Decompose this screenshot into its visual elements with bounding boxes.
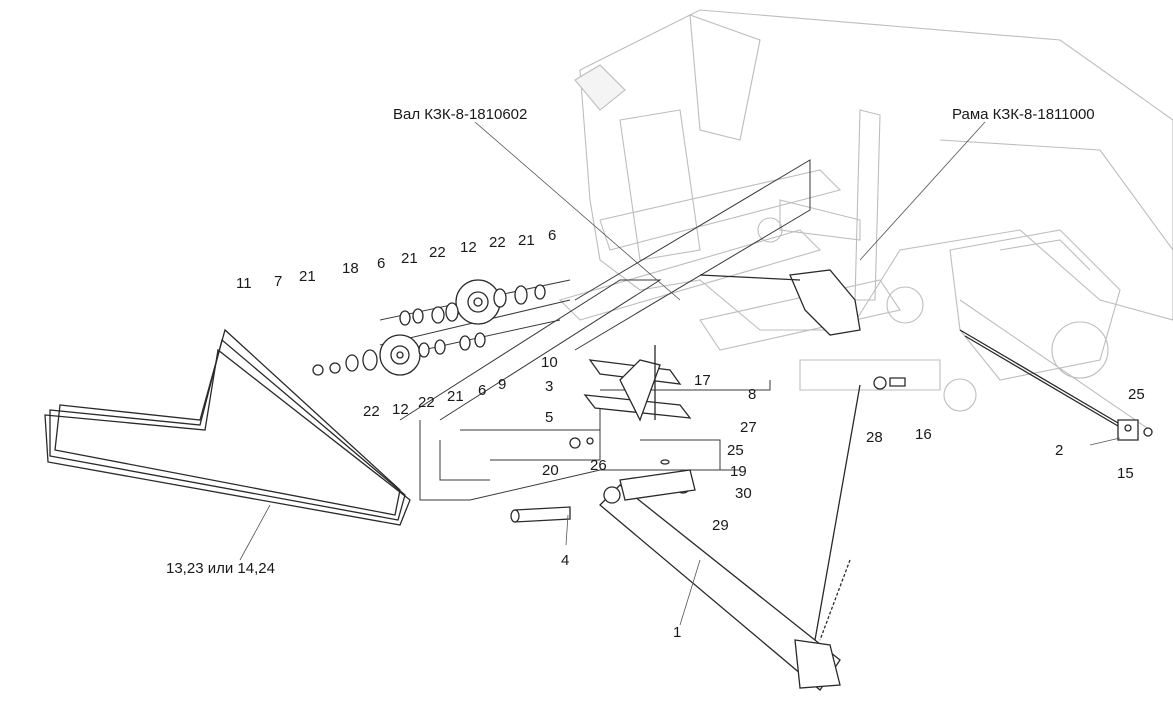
callout-19: 19	[730, 463, 747, 480]
sprocket-upper	[455, 279, 501, 325]
callout-22b: 22	[489, 234, 506, 251]
callout-21b: 21	[401, 250, 418, 267]
callout-25b: 25	[1128, 386, 1145, 403]
tensioner-plates	[583, 345, 692, 422]
callout-29: 29	[712, 517, 729, 534]
callout-17: 17	[694, 372, 711, 389]
callout-18: 18	[342, 260, 359, 277]
callout-15: 15	[1117, 465, 1134, 482]
callout-20: 20	[542, 462, 559, 479]
callout-27: 27	[740, 419, 757, 436]
callout-7: 7	[274, 273, 282, 290]
callout-22c: 22	[363, 403, 380, 420]
callout-16: 16	[915, 426, 932, 443]
callout-22a: 22	[429, 244, 446, 261]
pin	[510, 506, 571, 523]
label-frame: Рама КЗК-8-1811000	[952, 106, 1095, 123]
callout-6b: 6	[548, 227, 556, 244]
callout-21c: 21	[518, 232, 535, 249]
callout-11: 11	[236, 275, 252, 292]
callout-28: 28	[866, 429, 883, 446]
callout-10: 10	[541, 354, 558, 371]
callout-6c: 6	[478, 382, 486, 399]
callout-12a: 12	[460, 239, 477, 256]
callout-3: 3	[545, 378, 553, 395]
callout-2: 2	[1055, 442, 1063, 459]
callout-26: 26	[590, 457, 607, 474]
callout-6a: 6	[377, 255, 385, 272]
tensioner-arm	[599, 469, 841, 691]
label-shaft: Вал КЗК-8-1810602	[393, 106, 527, 123]
callout-labels: Вал КЗК-8-1810602 Рама КЗК-8-1811000 13,…	[166, 106, 1145, 641]
callout-22d: 22	[418, 394, 435, 411]
callout-8: 8	[748, 386, 756, 403]
callout-4: 4	[561, 552, 569, 569]
washers-and-rings	[312, 284, 546, 376]
sprocket-lower	[379, 334, 421, 376]
callout-21a: 21	[299, 268, 316, 285]
leader-lines	[239, 121, 1121, 626]
callout-21d: 21	[447, 388, 464, 405]
callout-12b: 12	[392, 401, 409, 418]
bracket	[1117, 419, 1139, 441]
assembly-outline-lines	[379, 159, 811, 501]
callout-5: 5	[545, 409, 553, 426]
label-belt: 13,23 или 14,24	[166, 560, 275, 577]
callout-25a: 25	[727, 442, 744, 459]
callout-30: 30	[735, 485, 752, 502]
callout-1: 1	[673, 624, 681, 641]
v-belt	[44, 328, 411, 526]
spring-rod	[699, 269, 861, 641]
bolts	[569, 376, 1153, 465]
callout-9: 9	[498, 376, 506, 393]
